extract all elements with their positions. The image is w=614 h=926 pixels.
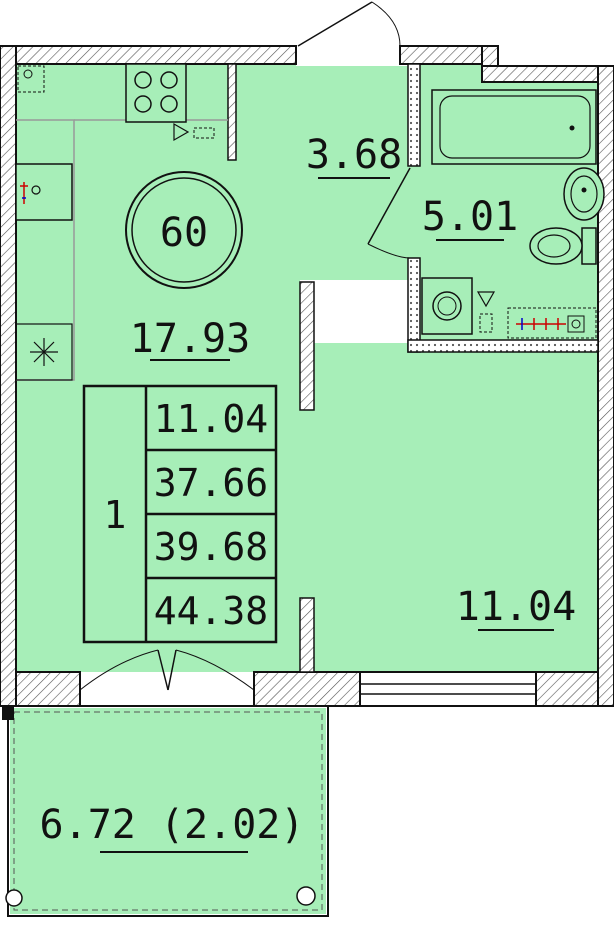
- hall-area: 3.68: [306, 132, 402, 178]
- info-value-2: 37.66: [154, 461, 268, 505]
- bedroom-window: [359, 671, 537, 707]
- balcony-door-arc-right: [175, 649, 255, 691]
- bedroom-floor: [300, 343, 598, 672]
- balcony-outline: [7, 705, 329, 917]
- balcony-area: 6.72 (2.02): [40, 802, 305, 848]
- info-value-1: 11.04: [154, 397, 268, 441]
- wall-central-upper: [299, 281, 315, 411]
- towel-heater-icon: [507, 307, 597, 339]
- wall-bath-left: [407, 63, 421, 167]
- stove-icon: [125, 63, 187, 123]
- bathtub-icon: [431, 89, 597, 165]
- info-value-3: 39.68: [154, 525, 268, 569]
- kitchen-living-area: 17.93: [130, 316, 250, 362]
- rooms-count: 1: [104, 493, 127, 537]
- hall-floor: [240, 66, 412, 280]
- bath-vent-icon: [476, 291, 496, 333]
- bath-door-leaf: [367, 167, 411, 245]
- info-value-4: 44.38: [154, 589, 268, 633]
- wall-bath-bottom: [407, 339, 599, 353]
- wall-kitchen-divider: [227, 63, 237, 161]
- room-fills: [10, 64, 598, 914]
- bath-door-arc: [367, 243, 411, 259]
- vent-icon: [173, 122, 215, 142]
- balcony-door-arc-left: [79, 649, 159, 691]
- washing-machine-icon: [421, 277, 473, 335]
- dining-table: 60: [125, 171, 243, 289]
- fridge-icon: [15, 323, 73, 381]
- area-labels: 17.93 3.68 5.01 11.04 6.72 (2.02): [40, 132, 576, 853]
- wall-bottom-right: [535, 671, 599, 707]
- balcony: [2, 705, 329, 917]
- bedroom-area: 11.04: [456, 584, 576, 630]
- doors: [79, 1, 411, 691]
- radiator-icon: [17, 65, 45, 93]
- wall-bath-left-lower: [407, 257, 421, 353]
- bathroom-area: 5.01: [422, 194, 518, 240]
- bathroom: [421, 89, 605, 339]
- entrance-door-leaf: [297, 1, 373, 47]
- wall-top-left: [0, 45, 297, 65]
- info-table: 1 11.04 37.66 39.68 44.38: [82, 384, 278, 644]
- washbasin-icon: [563, 167, 605, 221]
- toilet-icon: [529, 227, 597, 265]
- balcony-drain-right: [296, 886, 316, 906]
- apartment-floor: [16, 64, 598, 672]
- wall-left: [0, 45, 17, 707]
- entrance-door-arc: [371, 1, 401, 47]
- wall-right: [597, 65, 614, 707]
- wall-bottom-left: [15, 671, 81, 707]
- wall-central-lower: [299, 597, 315, 673]
- table-number: 60: [160, 210, 208, 256]
- kitchen-sink-icon: [15, 163, 73, 221]
- wall-top-right: [481, 65, 614, 83]
- kitchen: [15, 63, 228, 381]
- balcony-drain-left: [5, 889, 23, 907]
- wall-bottom-mid: [253, 671, 361, 707]
- balcony-floor: [10, 708, 326, 914]
